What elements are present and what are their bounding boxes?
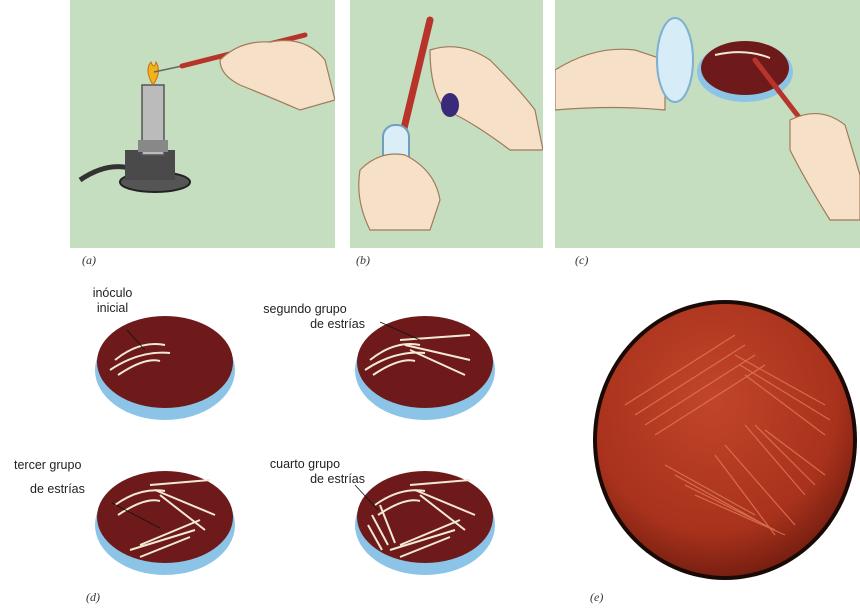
label-third-streaks-2: de estrías — [30, 482, 85, 497]
streaked-plate-photo — [585, 295, 860, 585]
caption-c: (c) — [575, 253, 588, 268]
plate-streaking-illustration — [555, 0, 860, 248]
plate-initial-inoculum — [95, 316, 235, 420]
caption-d: (d) — [86, 590, 100, 605]
label-second-streaks-line1: segundo grupo — [245, 302, 365, 317]
caption-a: (a) — [82, 253, 96, 268]
label-second-streaks-line2: de estrías — [245, 317, 365, 332]
caption-e: (e) — [590, 590, 603, 605]
label-fourth-streaks-line1: cuarto grupo — [245, 457, 365, 472]
label-fourth-streaks-line2: de estrías — [245, 472, 365, 487]
label-initial-inoculum: inóculo inicial — [70, 286, 155, 316]
plate-second-streaks — [355, 316, 495, 420]
label-second-streaks: segundo grupo de estrías — [245, 302, 365, 332]
panel-a-flame-sterilization — [70, 0, 335, 248]
label-fourth-streaks: cuarto grupo de estrías — [245, 457, 365, 487]
label-initial-inoculum-line1: inóculo — [70, 286, 155, 301]
label-third-streaks: tercer grupo — [14, 458, 81, 473]
tube-and-loop-illustration — [350, 0, 543, 248]
plate-third-streaks — [95, 471, 235, 575]
caption-b: (b) — [356, 253, 370, 268]
label-third-streaks-line1: tercer grupo — [14, 458, 81, 473]
label-third-streaks-line2: de estrías — [30, 482, 85, 497]
plate-fourth-streaks — [355, 471, 495, 575]
label-initial-inoculum-line2: inicial — [70, 301, 155, 316]
panel-c-plate-streaking — [555, 0, 860, 248]
panel-b-tube-sampling — [350, 0, 543, 248]
bunsen-burner-illustration — [70, 0, 335, 248]
panel-e-plate-photo — [585, 295, 860, 585]
